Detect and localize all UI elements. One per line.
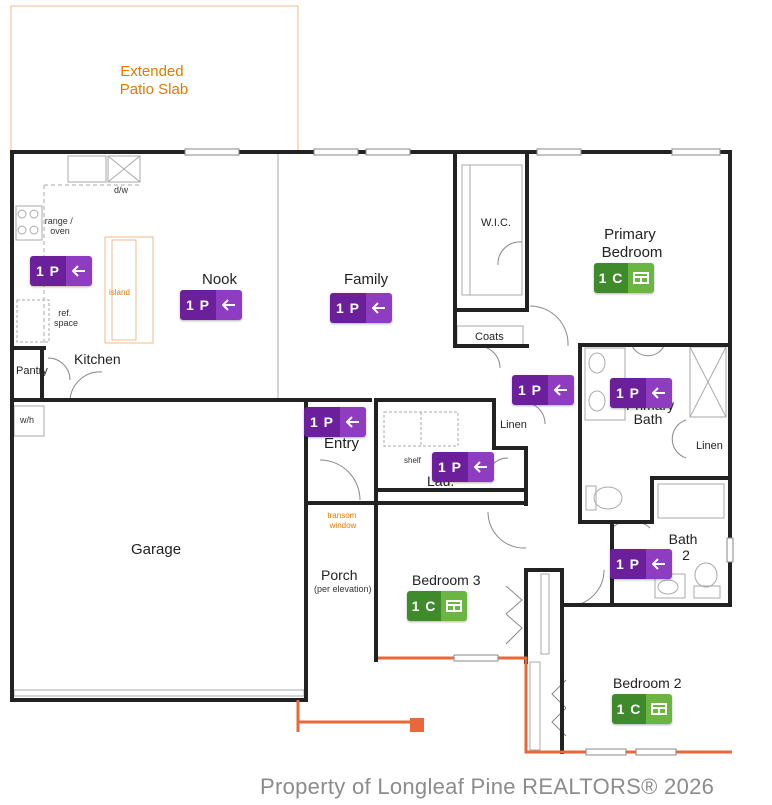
bath2-label: Bath 2 <box>669 531 702 563</box>
bedroom2-label: Bedroom 2 <box>613 675 682 691</box>
linen-label-bath: Linen <box>696 440 723 452</box>
entry-label: Entry <box>324 435 360 452</box>
panorama-icon <box>441 591 467 621</box>
panorama-icon <box>646 694 672 724</box>
island-label: island <box>109 288 130 297</box>
badge-text: 1 C <box>594 263 628 293</box>
kitchen-label: Kitchen <box>74 351 121 367</box>
walls <box>10 150 732 754</box>
badge-kitchen[interactable]: 1 P <box>30 256 92 286</box>
arrow-left-icon <box>468 452 494 482</box>
nook-label: Nook <box>202 271 238 288</box>
arrow-left-icon <box>216 290 242 320</box>
badge-primary-bath[interactable]: 1 P <box>610 378 672 408</box>
orange-walls <box>296 656 732 754</box>
family-label: Family <box>344 271 389 288</box>
island <box>104 236 154 344</box>
badge-text: 1 P <box>180 290 216 320</box>
badge-text: 1 P <box>330 293 366 323</box>
patio-label: Extended Patio Slab <box>120 63 188 98</box>
primary-bedroom-label: Primary Bedroom <box>602 226 663 261</box>
bedroom3-label: Bedroom 3 <box>412 572 481 588</box>
badge-family[interactable]: 1 P <box>330 293 392 323</box>
badge-entry[interactable]: 1 P <box>304 407 366 437</box>
shelf-label: shelf <box>404 456 422 465</box>
transom-label: transom window <box>327 511 358 530</box>
linen-label-hall: Linen <box>500 419 527 431</box>
badge-bedroom3[interactable]: 1 C <box>407 591 467 621</box>
coats-label: Coats <box>475 331 504 343</box>
badge-text: 1 P <box>30 256 66 286</box>
wh-label: w/h <box>19 415 34 425</box>
arrow-left-icon <box>366 293 392 323</box>
badge-laundry[interactable]: 1 P <box>432 452 494 482</box>
pantry-label: Pantry <box>16 365 48 377</box>
badge-bedroom2[interactable]: 1 C <box>612 694 672 724</box>
watermark: Property of Longleaf Pine REALTORS® 2026 <box>260 774 715 799</box>
badge-primary-bedroom[interactable]: 1 C <box>594 263 654 293</box>
porch-label: Porch <box>321 567 358 583</box>
badge-text: 1 P <box>304 407 340 437</box>
badge-bath2[interactable]: 1 P <box>610 549 672 579</box>
arrow-left-icon <box>646 378 672 408</box>
arrow-left-icon <box>66 256 92 286</box>
badge-text: 1 P <box>512 375 548 405</box>
badge-text: 1 P <box>432 452 468 482</box>
ref-label: ref. space <box>54 308 78 328</box>
arrow-left-icon <box>548 375 574 405</box>
badge-text: 1 C <box>612 694 646 724</box>
panorama-icon <box>628 263 654 293</box>
badge-hall[interactable]: 1 P <box>512 375 574 405</box>
range-label: range / oven <box>45 216 76 236</box>
badge-text: 1 P <box>610 378 646 408</box>
wic-label: W.I.C. <box>481 217 511 229</box>
badge-nook[interactable]: 1 P <box>180 290 242 320</box>
porch-post <box>410 718 424 732</box>
porch-note: (per elevation) <box>314 584 372 594</box>
arrow-left-icon <box>646 549 672 579</box>
badge-text: 1 C <box>407 591 441 621</box>
badge-text: 1 P <box>610 549 646 579</box>
dw-label: d/w <box>114 185 129 195</box>
arrow-left-icon <box>340 407 366 437</box>
windows <box>184 148 734 756</box>
garage-label: Garage <box>131 541 181 558</box>
